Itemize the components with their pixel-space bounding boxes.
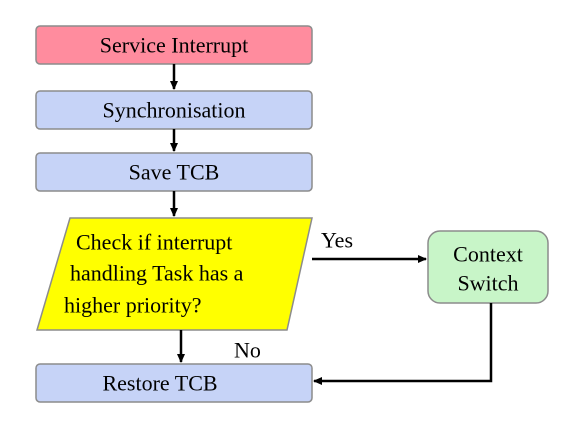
node-check-priority-box <box>35 217 313 331</box>
node-service-interrupt: Service Interrupt <box>35 25 313 65</box>
arrow-context-to-restore <box>313 303 493 385</box>
node-check-priority: Check if interrupt handling Task has a h… <box>35 217 313 331</box>
node-synchronisation: Synchronisation <box>35 90 313 130</box>
node-restore-tcb-box <box>35 363 313 403</box>
node-context-switch-box <box>427 230 549 304</box>
node-check-priority-line-1: Check if interrupt <box>76 230 232 255</box>
node-context-switch-line-1: Context <box>453 242 523 267</box>
node-context-switch: Context Switch <box>427 230 549 304</box>
node-restore-tcb: Restore TCB <box>35 363 313 403</box>
node-save-tcb: Save TCB <box>35 152 313 192</box>
node-check-priority-line-2: handling Task has a <box>70 261 244 286</box>
node-context-switch-line-2: Switch <box>457 271 518 296</box>
node-check-priority-line-3: higher priority? <box>64 293 201 318</box>
edge-label-yes: Yes <box>321 228 353 253</box>
node-restore-tcb-label: Restore TCB <box>102 371 217 396</box>
node-service-interrupt-label: Service Interrupt <box>100 33 248 58</box>
node-synchronisation-label: Synchronisation <box>103 98 246 123</box>
node-save-tcb-label: Save TCB <box>129 160 220 185</box>
edge-label-no: No <box>234 338 261 363</box>
